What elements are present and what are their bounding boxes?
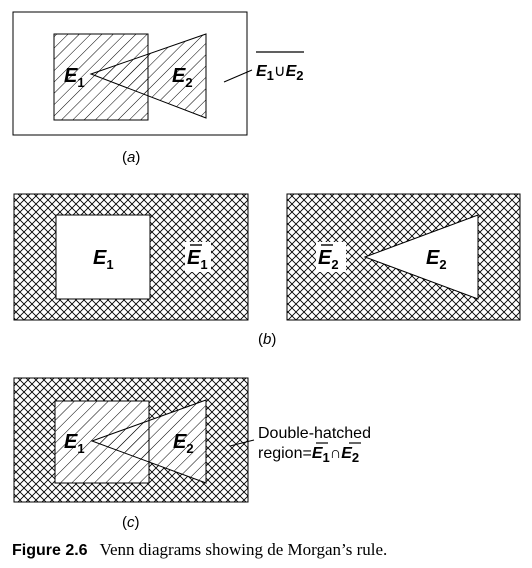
panel-b-left-set-e1 (55, 214, 151, 300)
panel-b-left-complement-label-bg (185, 242, 211, 272)
panel-b-right-complement-label-bg (316, 242, 346, 272)
figure-caption: Figure 2.6 Venn diagrams showing de Morga… (12, 540, 387, 560)
panel-c-note-line1: Double-hatched (258, 425, 371, 442)
panel-c-label-e2: E2 (173, 431, 194, 456)
panel-a-caption: (a) (122, 149, 140, 166)
panel-b-right-set-e2 (363, 214, 479, 300)
figure-label: Figure 2.6 (12, 542, 88, 559)
panel-c-leader-line (229, 439, 255, 447)
panel-c-label-e1: E1 (64, 431, 85, 456)
panel-c: E1 E2 Double-hatched region=E1∩E2 (c) (13, 377, 371, 531)
panel-a-label-e2: E2 (172, 65, 193, 90)
panel-b-caption: (b) (258, 331, 276, 348)
panel-b-left-label-e1: E1 (93, 247, 114, 272)
panel-b-left: E1 E1 (13, 193, 249, 321)
panel-a: E1 E2 E1∪E2 (a) (12, 11, 304, 166)
panel-c-set-e2 (90, 399, 207, 484)
panel-a-set-e2 (89, 33, 207, 119)
panel-c-caption: (c) (122, 514, 140, 531)
panel-b-right: E2 E2 (286, 193, 521, 321)
panel-b-right-label-not-e2: E2 (318, 247, 339, 272)
figure-caption-text: Venn diagrams showing de Morgan’s rule. (99, 540, 388, 559)
panel-a-label-e1: E1 (64, 65, 85, 90)
panel-c-note-line2: region=E1∩E2 (258, 445, 359, 465)
panel-b-right-label-e2: E2 (426, 247, 447, 272)
panel-b-left-label-not-e1: E1 (187, 247, 208, 272)
panel-a-union-label: E1∪E2 (256, 63, 304, 83)
panel-a-leader-line (223, 69, 253, 83)
